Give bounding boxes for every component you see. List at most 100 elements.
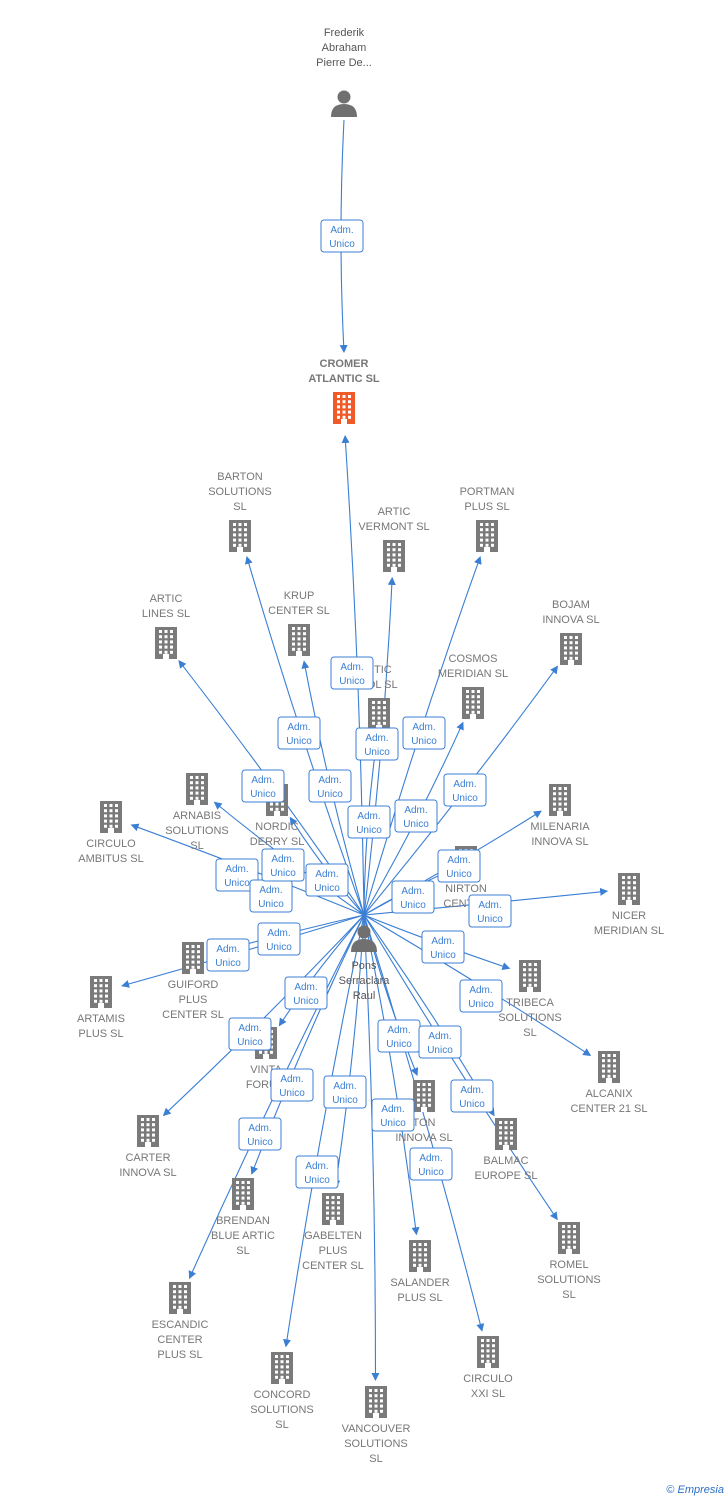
node-label-balmac: EUROPE SL — [475, 1170, 538, 1182]
role-text: Unico — [403, 819, 429, 830]
role-badge[interactable]: Adm.Unico — [238, 1117, 282, 1151]
node-label-gabelten: GABELTEN — [304, 1230, 362, 1242]
role-badge[interactable]: Adm.Unico — [270, 1068, 314, 1102]
role-text: Unico — [286, 736, 312, 747]
role-text: Adm. — [357, 811, 380, 822]
role-text: Unico — [250, 789, 276, 800]
node-label-nicer: NICER — [612, 910, 646, 922]
role-badge[interactable]: Adm.Unico — [391, 880, 435, 914]
role-badge[interactable]: Adm.Unico — [409, 1147, 453, 1181]
role-badge[interactable]: Adm.Unico — [443, 773, 487, 807]
role-text: Unico — [380, 1118, 406, 1129]
role-badge[interactable]: Adm.Unico — [347, 805, 391, 839]
node-label-tribeca: SL — [523, 1027, 536, 1039]
role-text: Unico — [237, 1037, 263, 1048]
building-icon — [100, 801, 122, 833]
role-badge[interactable]: Adm.Unico — [355, 727, 399, 761]
node-label-pons: Pons — [351, 960, 377, 972]
node-label-romel: SOLUTIONS — [537, 1274, 601, 1286]
building-icon — [322, 1193, 344, 1225]
node-label-krup: CENTER SL — [268, 605, 330, 617]
role-badge[interactable]: Adm.Unico — [284, 976, 328, 1010]
role-badge[interactable]: Adm. Unico — [241, 769, 285, 803]
node-label-escandic: ESCANDIC — [152, 1319, 209, 1331]
role-badge[interactable]: Adm.Unico — [402, 716, 446, 750]
role-badge[interactable]: Adm.Unico — [249, 879, 293, 913]
role-badge[interactable]: Adm.Unico — [437, 849, 481, 883]
role-badge[interactable]: Adm.Unico — [257, 922, 301, 956]
node-label-guiford: CENTER SL — [162, 1009, 224, 1021]
role-text: Unico — [339, 676, 365, 687]
person-icon — [351, 925, 377, 952]
role-badge[interactable]: Adm.Unico — [295, 1155, 339, 1189]
role-badge[interactable]: Adm.Unico — [320, 219, 364, 253]
role-badge[interactable]: Adm.Unico — [228, 1017, 272, 1051]
building-icon — [271, 1352, 293, 1384]
building-icon — [549, 784, 571, 816]
role-badge[interactable]: Adm.Unico — [277, 716, 321, 750]
role-badge[interactable]: Adm.Unico — [468, 894, 512, 928]
role-badge[interactable]: Adm.Unico — [459, 979, 503, 1013]
node-label-escandic: PLUS SL — [157, 1349, 202, 1361]
role-text: Unico — [386, 1039, 412, 1050]
node-label-concord: SOLUTIONS — [250, 1404, 314, 1416]
node-label-pons: Serraclara — [339, 975, 391, 987]
node-label-frederik: Abraham — [322, 42, 367, 54]
role-badge[interactable]: Adm.Unico — [323, 1075, 367, 1109]
role-badge[interactable]: Adm.Unico — [450, 1079, 494, 1113]
role-badge[interactable]: Adm.Unico — [418, 1025, 462, 1059]
node-label-frederik: Frederik — [324, 27, 365, 39]
node-label-tribeca: TRIBECA — [506, 997, 554, 1009]
role-badge[interactable]: Adm.Unico — [377, 1019, 421, 1053]
empresia-credit[interactable]: © Empresia — [666, 1484, 724, 1496]
role-badge[interactable]: Adm.Unico — [394, 799, 438, 833]
role-text: Adm. — [251, 775, 274, 786]
role-badge[interactable]: Adm.Unico — [261, 848, 305, 882]
building-icon — [383, 540, 405, 572]
role-text: Adm. — [248, 1123, 271, 1134]
node-label-tribeca: SOLUTIONS — [498, 1012, 562, 1024]
role-badge[interactable]: Adm.Unico — [308, 769, 352, 803]
edge-pons-vinta — [278, 914, 365, 1027]
role-badge[interactable]: Adm.Unico — [206, 938, 250, 972]
role-badge[interactable]: Adm.Unico — [330, 656, 374, 690]
node-label-carter: INNOVA SL — [119, 1167, 176, 1179]
role-badge[interactable]: Adm.Unico — [421, 930, 465, 964]
role-badge[interactable]: Adm.Unico — [305, 863, 349, 897]
node-tribeca[interactable]: TRIBECA SOLUTIONS SL — [498, 960, 562, 1039]
role-badge[interactable]: Adm.Unico — [215, 858, 259, 892]
role-badge[interactable]: Adm.Unico — [371, 1098, 415, 1132]
building-icon — [413, 1080, 435, 1112]
node-label-circulo_xxi: XXI SL — [471, 1388, 505, 1400]
node-label-gabelten: CENTER SL — [302, 1260, 364, 1272]
role-text: Unico — [418, 1167, 444, 1178]
